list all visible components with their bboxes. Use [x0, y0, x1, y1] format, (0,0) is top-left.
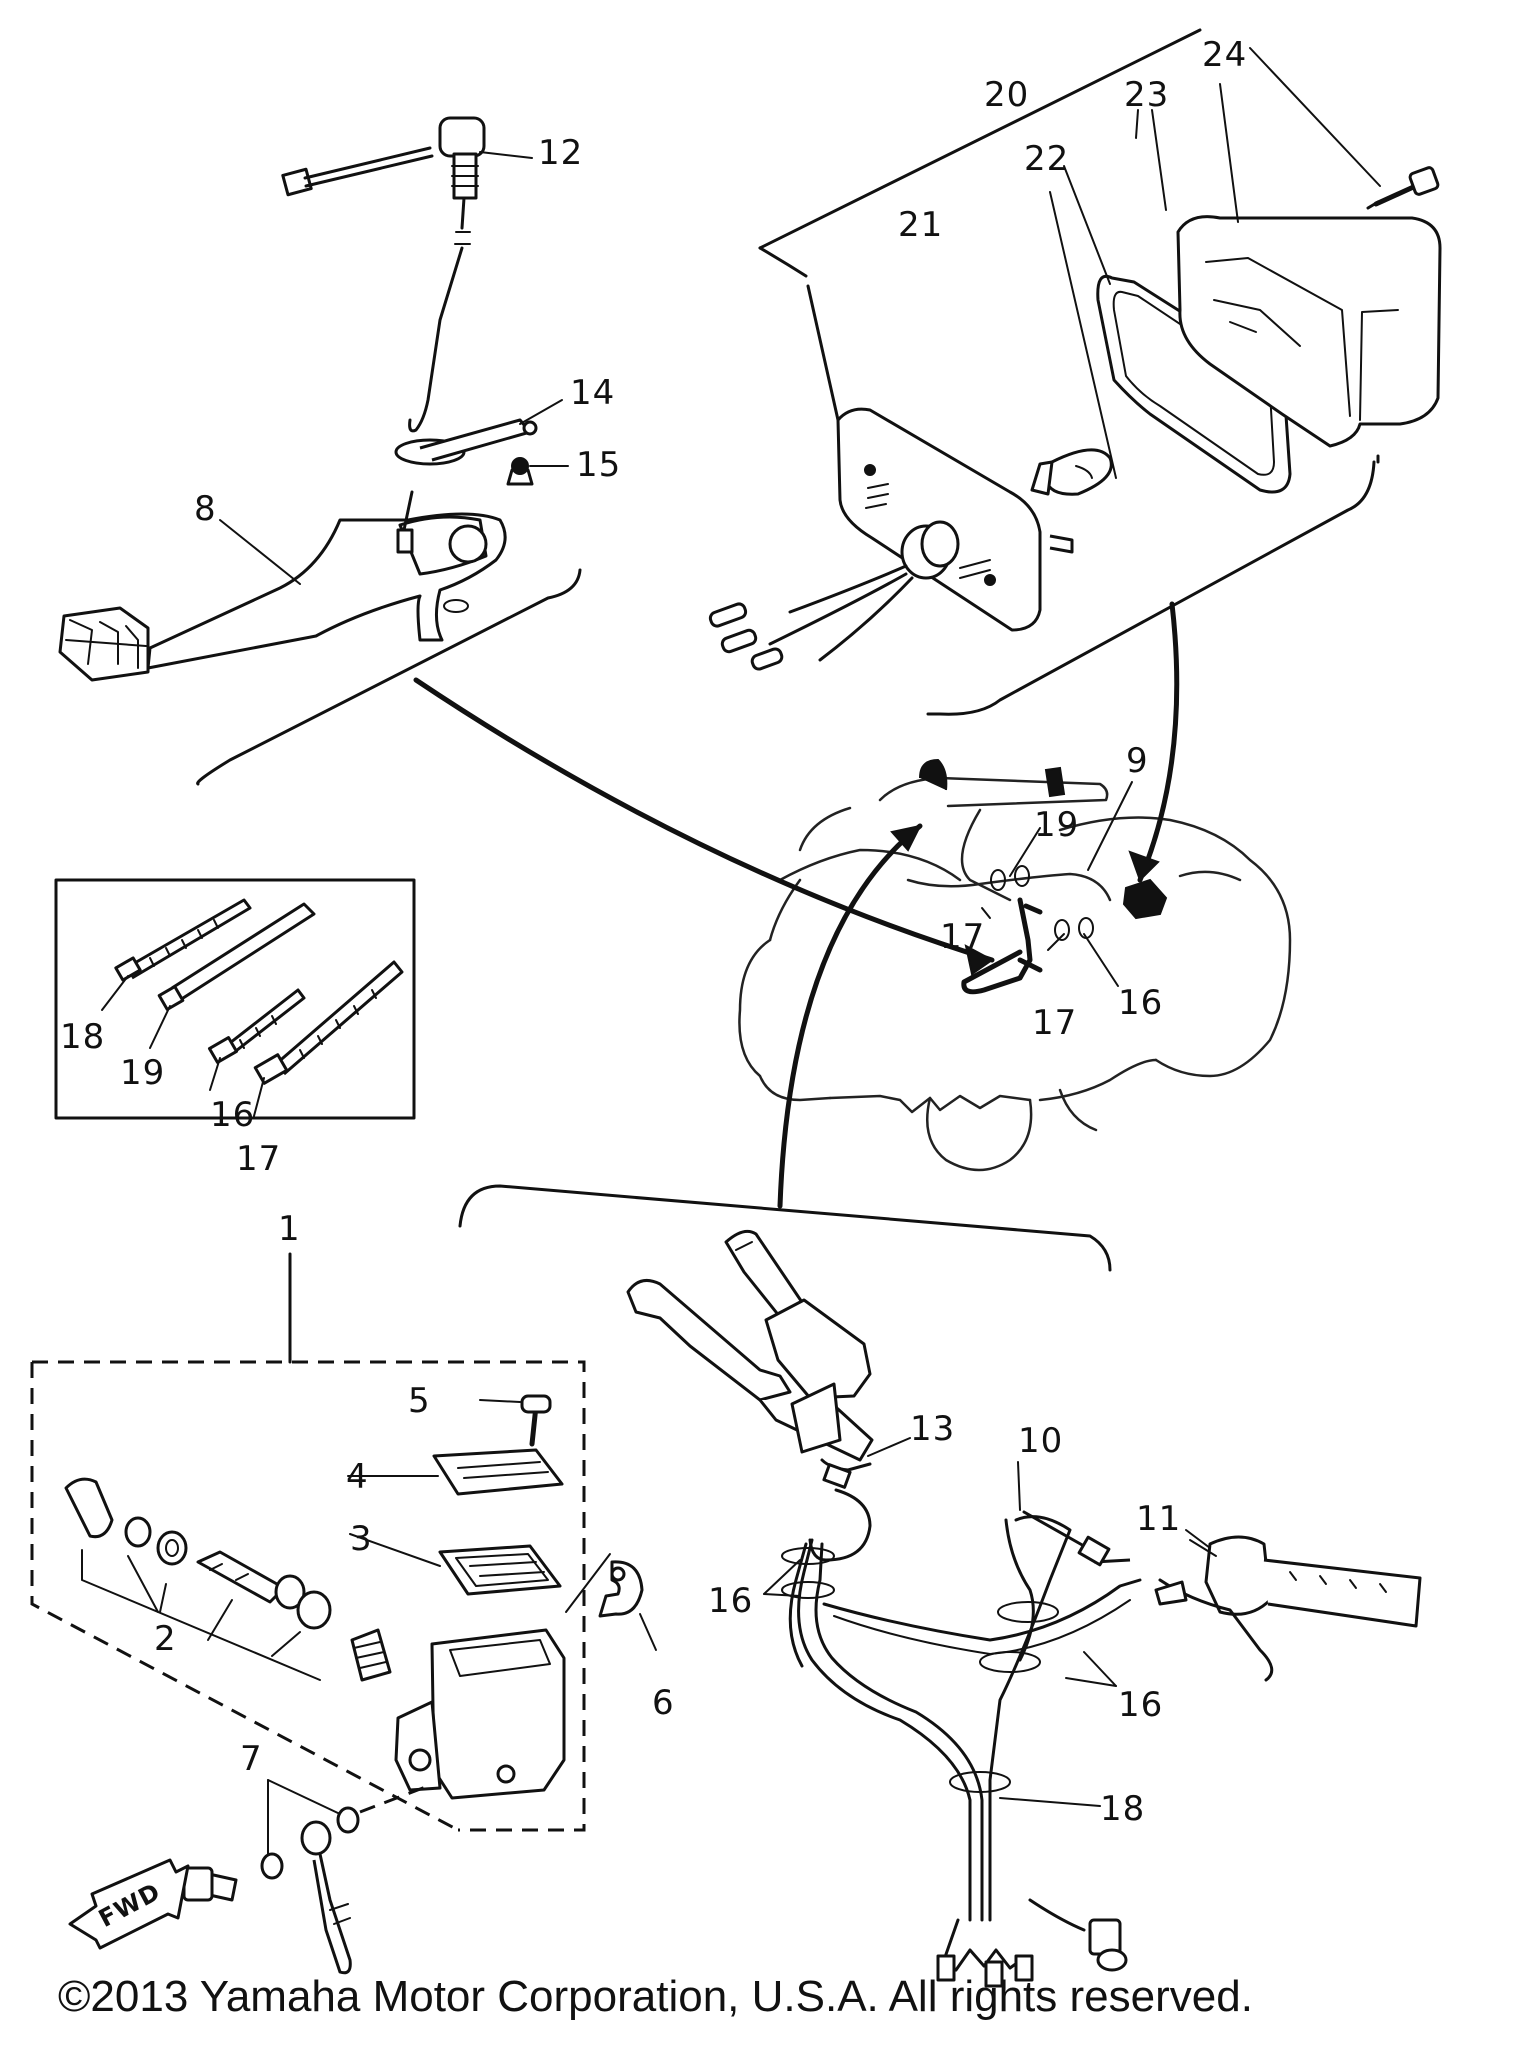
callout-13: 13 — [910, 1409, 955, 1449]
callout-1: 1 — [278, 1209, 301, 1249]
callout-6: 6 — [652, 1683, 675, 1723]
callout-17-inset: 17 — [236, 1139, 281, 1179]
callout-9: 9 — [1126, 741, 1149, 781]
callout-16-inset: 16 — [210, 1095, 255, 1135]
brake-group-bracket — [196, 568, 582, 786]
tail-light-group — [708, 28, 1442, 716]
brake-switch-spring-bracket — [394, 418, 538, 486]
callout-7: 7 — [240, 1739, 263, 1779]
tail-light-lens — [1176, 215, 1442, 464]
callout-18-inset: 18 — [60, 1017, 105, 1057]
callout-5: 5 — [408, 1381, 431, 1421]
brake-pedal — [58, 490, 507, 682]
handlebar-harness-group — [458, 1184, 1422, 1988]
callout-2: 2 — [154, 1619, 177, 1659]
brake-pedal-group — [58, 116, 582, 786]
tail-light-bulb — [1030, 448, 1113, 496]
callout-14: 14 — [570, 373, 615, 413]
callout-23: 23 — [1124, 75, 1169, 115]
callout-24: 24 — [1202, 35, 1247, 75]
master-cylinder-group — [30, 1252, 657, 1975]
callout-17-atv-left: 17 — [940, 917, 985, 957]
callout-18-harness: 18 — [1100, 1789, 1145, 1829]
callout-17-atv-right: 17 — [1032, 1003, 1077, 1043]
callout-22: 22 — [1024, 139, 1069, 179]
callout-12: 12 — [538, 133, 583, 173]
callout-10: 10 — [1018, 1421, 1063, 1461]
callout-4: 4 — [346, 1457, 369, 1497]
copyright-notice: ©2013 Yamaha Motor Corporation, U.S.A. A… — [58, 1972, 1253, 2021]
callout-16-atv: 16 — [1118, 983, 1163, 1023]
tail-light-base — [708, 284, 1074, 671]
callout-15: 15 — [576, 445, 621, 485]
rear-brake-switch — [281, 116, 486, 433]
tail-light-screw — [1366, 166, 1440, 210]
callout-8: 8 — [194, 489, 217, 529]
assembly-location-arrows — [413, 601, 1180, 1209]
callout-21: 21 — [898, 205, 943, 245]
callout-3: 3 — [350, 1519, 373, 1559]
cable-tie-inset — [54, 878, 416, 1120]
callout-20: 20 — [984, 75, 1029, 115]
forward-arrow-icon — [68, 1858, 190, 1950]
callout-19-atv: 19 — [1034, 805, 1079, 845]
callout-19-inset: 19 — [120, 1053, 165, 1093]
callout-leaders — [219, 47, 1381, 987]
callout-11: 11 — [1136, 1499, 1181, 1539]
callout-16-left-harness: 16 — [708, 1581, 753, 1621]
callout-16-right-harness: 16 — [1118, 1685, 1163, 1725]
